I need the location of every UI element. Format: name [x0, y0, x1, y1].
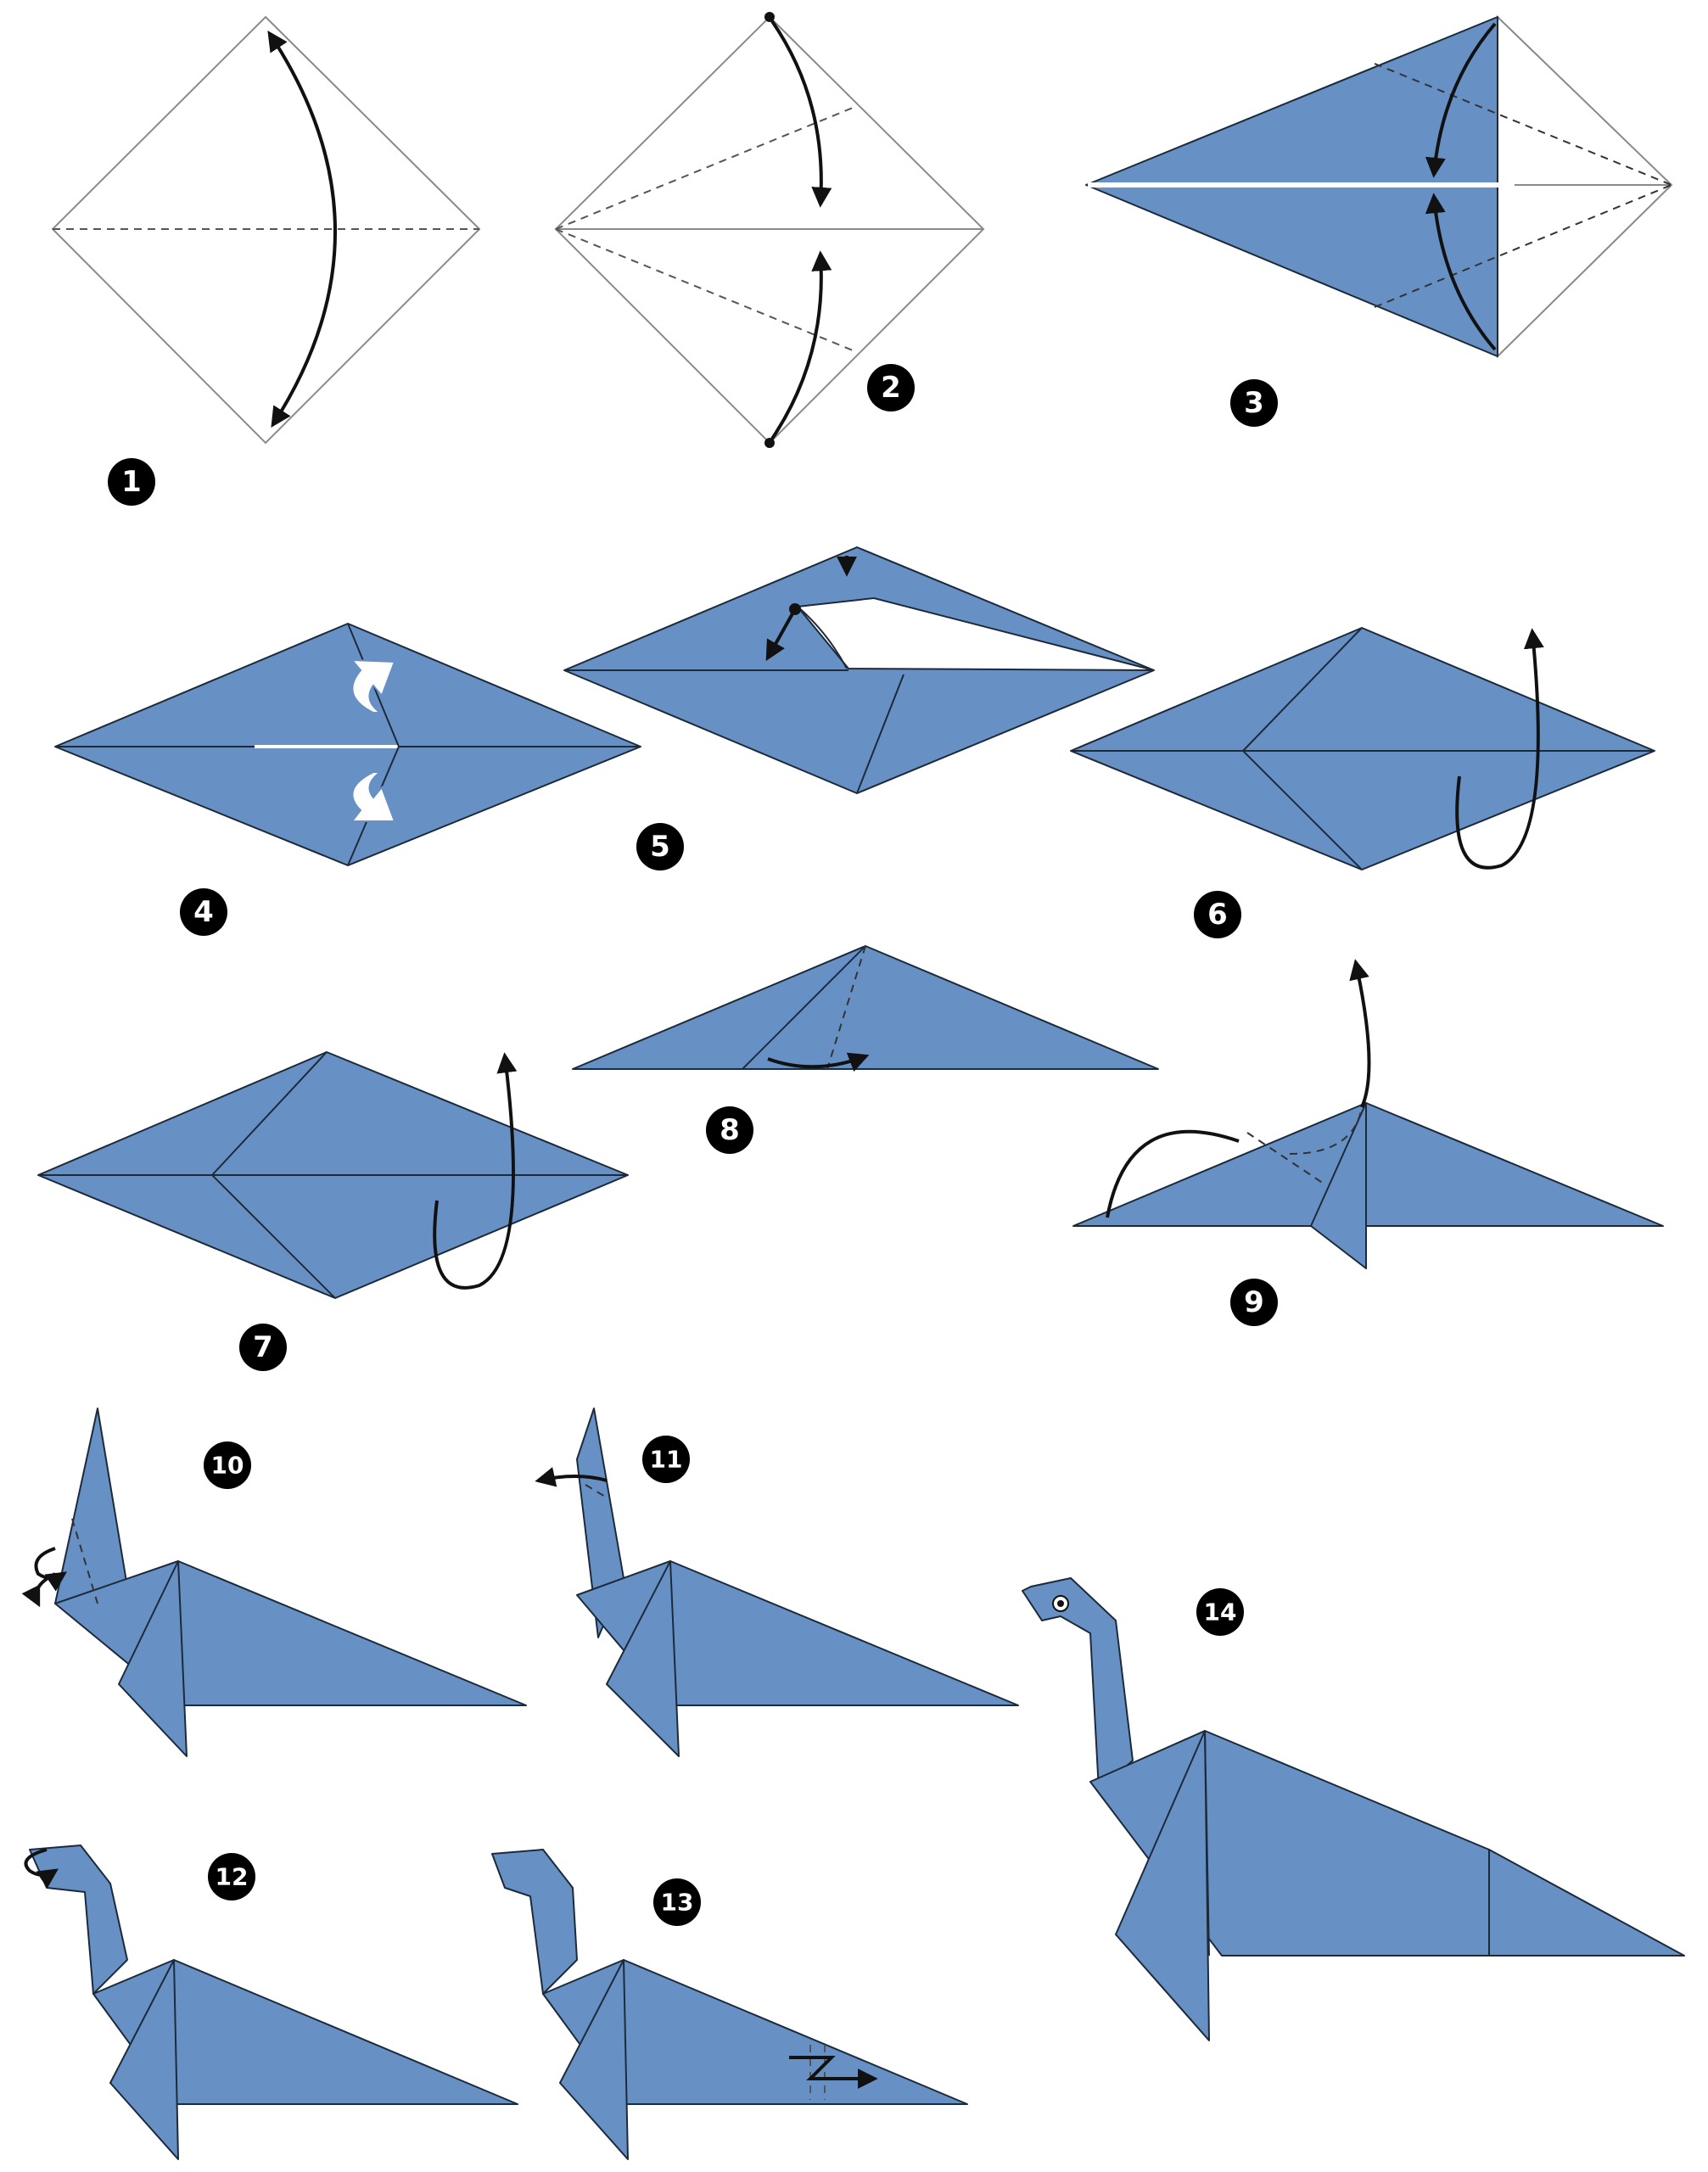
- step-1-figure: [51, 15, 481, 445]
- step-badge: 9: [1230, 1279, 1278, 1326]
- pupil: [1057, 1600, 1064, 1607]
- step-7-figure: [37, 1051, 629, 1299]
- diamond-shape: [1070, 627, 1655, 870]
- fold-behind-arrow: [1455, 628, 1544, 870]
- step-4-figure: [54, 623, 641, 866]
- step-8-figure: [572, 945, 1159, 1072]
- corner-dot: [764, 438, 775, 448]
- svg-text:10: 10: [211, 1452, 244, 1480]
- inside-reverse-arrow: [21, 1572, 56, 1608]
- flap-edge: [211, 1174, 336, 1299]
- flap-edge: [856, 674, 904, 794]
- pocket-edge: [797, 606, 848, 669]
- step-6-figure: [1070, 627, 1655, 870]
- square-paper: [51, 15, 481, 445]
- svg-text:3: 3: [1244, 386, 1264, 420]
- flap-edge: [1242, 750, 1363, 870]
- step-13-figure: [491, 1849, 968, 2160]
- step-badge: 8: [706, 1106, 753, 1154]
- fold-line: [585, 1484, 608, 1498]
- step-11-figure: [535, 1408, 1019, 1757]
- step-badge: 11: [642, 1436, 690, 1483]
- open-pocket: [796, 596, 1155, 671]
- step-2-figure: [554, 12, 985, 448]
- lift-arrow: [1349, 959, 1371, 1108]
- swing-arrow: [1106, 1129, 1240, 1218]
- step-14-figure: [1022, 1577, 1685, 2041]
- leg-shape: [559, 1959, 629, 2160]
- step-3-figure: [1085, 14, 1673, 359]
- leg-shape: [118, 1560, 188, 1757]
- fold-line: [1246, 1132, 1324, 1184]
- leg-crease: [1204, 1730, 1210, 1956]
- svg-text:2: 2: [881, 371, 901, 405]
- leg-shape: [606, 1560, 680, 1757]
- step-10-figure: [21, 1408, 527, 1757]
- step-5-figure: [563, 546, 1155, 794]
- svg-text:9: 9: [1244, 1285, 1264, 1319]
- svg-text:5: 5: [650, 830, 670, 864]
- neck-shape: [576, 1408, 624, 1638]
- fold-arrow: [24, 1848, 59, 1889]
- flap-shape: [1310, 1102, 1367, 1269]
- step-badge: 5: [636, 823, 684, 870]
- svg-text:4: 4: [193, 895, 214, 929]
- head-neck-shape: [1022, 1577, 1134, 1791]
- fold-arrow: [767, 1052, 870, 1072]
- svg-text:6: 6: [1207, 898, 1228, 932]
- fold-arrow: [535, 1467, 608, 1487]
- fold-arrow: [765, 608, 797, 662]
- fold-behind-arrow: [433, 1052, 518, 1290]
- fold-arrow-down: [770, 20, 832, 208]
- svg-text:13: 13: [661, 1889, 694, 1917]
- step-badge: 3: [1230, 379, 1278, 427]
- corner-dot: [764, 12, 775, 22]
- tail-shape: [1488, 1849, 1685, 1956]
- svg-text:7: 7: [253, 1330, 273, 1364]
- svg-text:8: 8: [720, 1113, 740, 1147]
- svg-text:11: 11: [650, 1446, 683, 1474]
- flap-edge: [211, 1051, 328, 1176]
- step-12-figure: [24, 1845, 518, 2160]
- step-badge: 14: [1196, 1588, 1244, 1636]
- step-badge: 7: [239, 1324, 287, 1371]
- pleat-arrow: [789, 2056, 878, 2089]
- triangle-shape: [572, 945, 1159, 1070]
- fold-arrow-up: [1425, 193, 1497, 351]
- step-badge: 6: [1194, 891, 1241, 938]
- flap-edge: [1242, 627, 1363, 752]
- step-badge: 2: [867, 364, 915, 411]
- fold-line: [71, 1518, 98, 1604]
- step-badge: 10: [204, 1441, 251, 1489]
- step-badge: 1: [108, 458, 155, 506]
- step-badge: 12: [208, 1853, 255, 1900]
- neck-shape: [54, 1408, 128, 1604]
- diamond-shape: [54, 623, 641, 866]
- flap-edge: [742, 945, 866, 1070]
- svg-text:1: 1: [121, 465, 142, 499]
- leg-shape: [109, 1959, 179, 2160]
- svg-text:14: 14: [1204, 1598, 1237, 1626]
- paper-white-right: [1497, 14, 1673, 359]
- inside-reverse-arrow: [34, 1547, 67, 1592]
- turn-over-arrow: [350, 658, 396, 714]
- svg-text:12: 12: [216, 1863, 249, 1891]
- fold-line-curve: [1289, 1106, 1363, 1155]
- fold-arrow-up: [770, 250, 832, 440]
- step-badge: 4: [180, 888, 227, 936]
- step-9-figure: [1072, 959, 1664, 1269]
- turn-over-arrow: [350, 771, 396, 822]
- fold-arrow: [267, 30, 337, 428]
- head-neck-shape: [29, 1845, 128, 1995]
- head-neck-shape: [491, 1849, 578, 1995]
- step-badge: 13: [653, 1878, 701, 1926]
- triangle-shape: [1072, 1102, 1664, 1227]
- fold-arrow-down: [1425, 22, 1497, 178]
